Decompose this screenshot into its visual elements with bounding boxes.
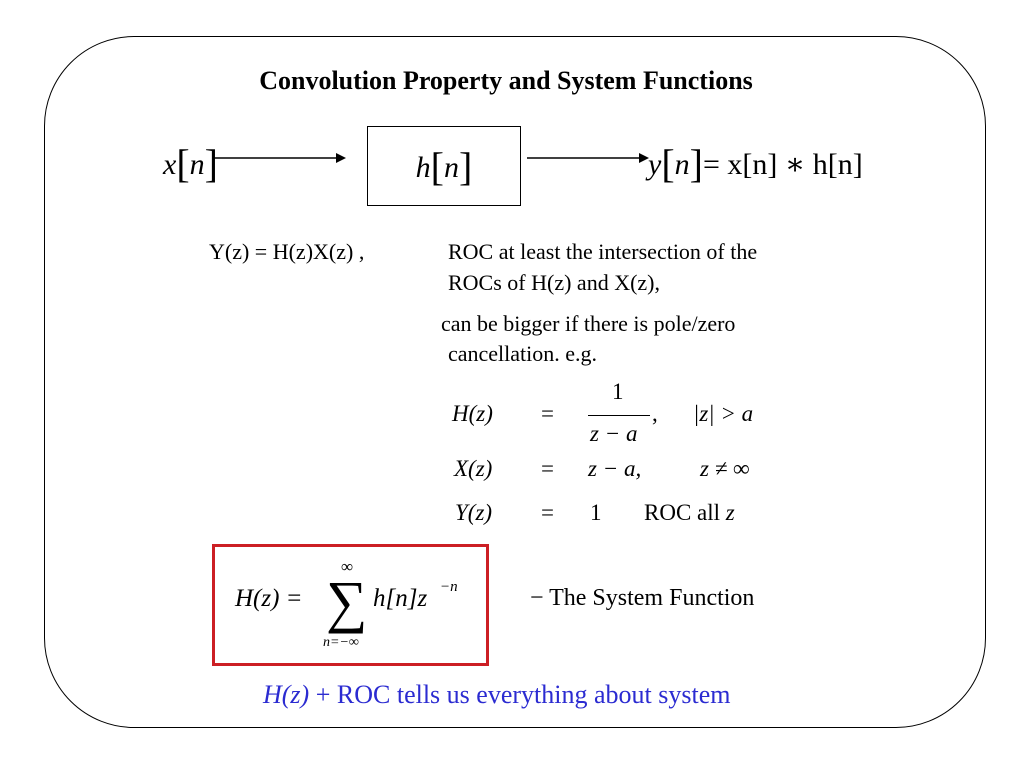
example-h-eq: = xyxy=(541,401,554,426)
example-h-lhs: H(z) xyxy=(452,401,493,426)
system-index: n xyxy=(444,150,459,184)
fraction-bar xyxy=(588,415,650,416)
system-function-box: H(z) = ∞ ∑ n=−∞ h[n]z −n xyxy=(212,544,489,666)
example-h-condition: |z| > a xyxy=(693,401,754,426)
summation-sign: ∑ xyxy=(326,569,368,634)
sum-upper-limit: ∞ xyxy=(341,557,354,576)
example-x-condition: z ≠ ∞ xyxy=(700,456,750,481)
convolution-expression: = x[n] ∗ h[n] xyxy=(702,148,863,181)
slide-title: Convolution Property and System Function… xyxy=(259,66,753,95)
input-signal: x[n] xyxy=(163,141,218,186)
output-arrow xyxy=(527,153,649,163)
example-y-condition: ROC all z xyxy=(644,500,735,526)
roc-all-text: ROC all xyxy=(644,500,721,525)
summary-variable: H(z) xyxy=(263,680,310,709)
example-y-eq: = xyxy=(541,500,554,525)
sum-lower-limit: n=−∞ xyxy=(323,635,359,650)
roc-line-3: can be bigger if there is pole/zero xyxy=(441,311,736,336)
system-function-lhs: H(z) = xyxy=(235,585,303,612)
roc-line-1: ROC at least the intersection of the xyxy=(448,239,758,264)
example-y-rhs: 1 xyxy=(590,500,602,525)
example-y-lhs: Y(z) xyxy=(455,500,493,525)
example-h-comma: , xyxy=(652,401,658,426)
roc-all-var: z xyxy=(725,500,735,525)
output-symbol: y xyxy=(648,148,662,181)
example-x-lhs: X(z) xyxy=(454,456,493,481)
output-equation: y[n]= x[n] ∗ h[n] xyxy=(648,141,863,186)
roc-line-2: ROCs of H(z) and X(z), xyxy=(448,270,660,295)
summary-line: H(z) + ROC tells us everything about sys… xyxy=(263,680,730,710)
transform-relation: Y(z) = H(z)X(z) , xyxy=(209,239,365,264)
system-symbol: h xyxy=(415,150,431,184)
system-function-exponent: −n xyxy=(440,579,458,595)
system-function-term: h[n]z xyxy=(373,585,428,612)
system-block: h[n] xyxy=(367,126,521,206)
system-label: h[n] xyxy=(415,143,473,189)
input-arrow xyxy=(212,153,346,163)
input-index: n xyxy=(189,148,205,181)
roc-line-4: cancellation. e.g. xyxy=(448,341,598,366)
example-x-eq: = xyxy=(541,456,554,481)
input-signal-symbol: x xyxy=(163,148,177,181)
slide-frame xyxy=(44,36,986,728)
example-h-denominator: z − a xyxy=(590,421,638,446)
example-x-rhs: z − a, xyxy=(588,456,642,481)
example-h-numerator: 1 xyxy=(612,379,624,404)
summary-text: + ROC tells us everything about system xyxy=(315,680,731,709)
system-function-label: − The System Function xyxy=(530,585,755,611)
